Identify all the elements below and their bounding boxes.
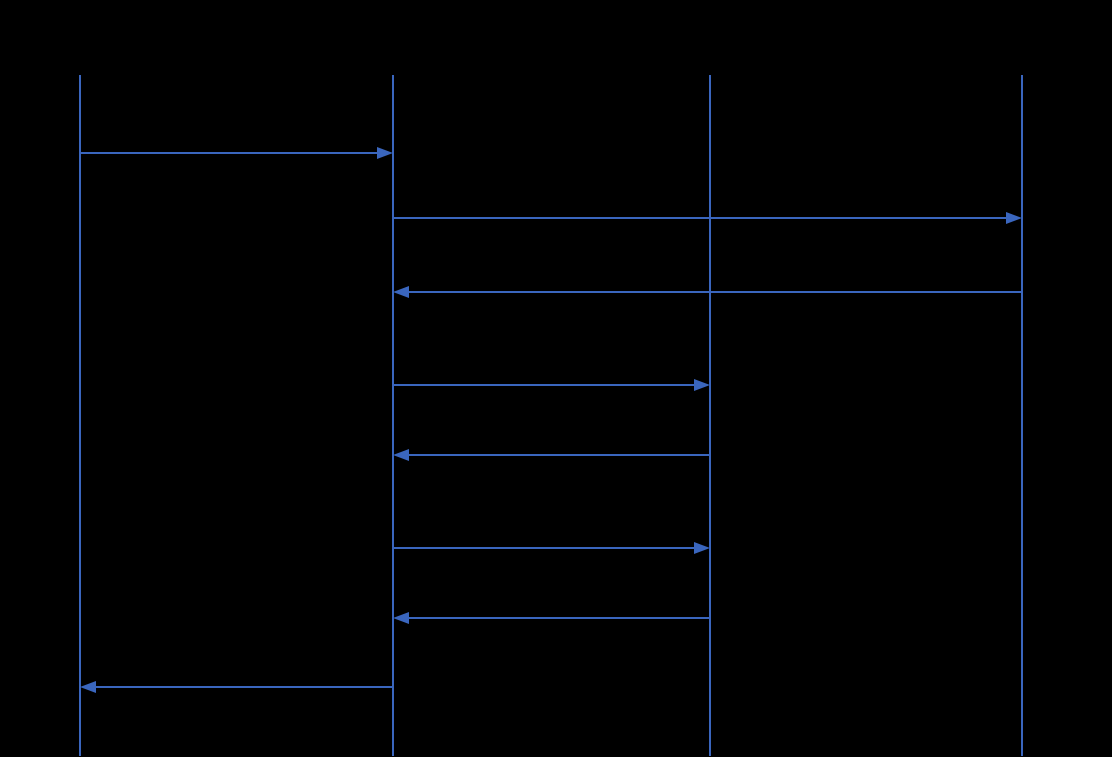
arrowhead-icon: [393, 286, 409, 298]
arrowhead-icon: [1006, 212, 1022, 224]
message-arrow-2-right: [393, 212, 1022, 224]
arrowhead-icon: [377, 147, 393, 159]
arrowhead-icon: [694, 379, 710, 391]
arrowhead-icon: [694, 542, 710, 554]
message-arrow-5-left: [393, 449, 710, 461]
arrowhead-icon: [393, 612, 409, 624]
message-arrow-8-left: [80, 681, 393, 693]
message-arrow-6-right: [393, 542, 710, 554]
arrowhead-icon: [80, 681, 96, 693]
message-arrow-7-left: [393, 612, 710, 624]
message-arrow-1-right: [80, 147, 393, 159]
message-arrow-4-right: [393, 379, 710, 391]
arrowhead-icon: [393, 449, 409, 461]
message-arrow-3-left: [393, 286, 1022, 298]
